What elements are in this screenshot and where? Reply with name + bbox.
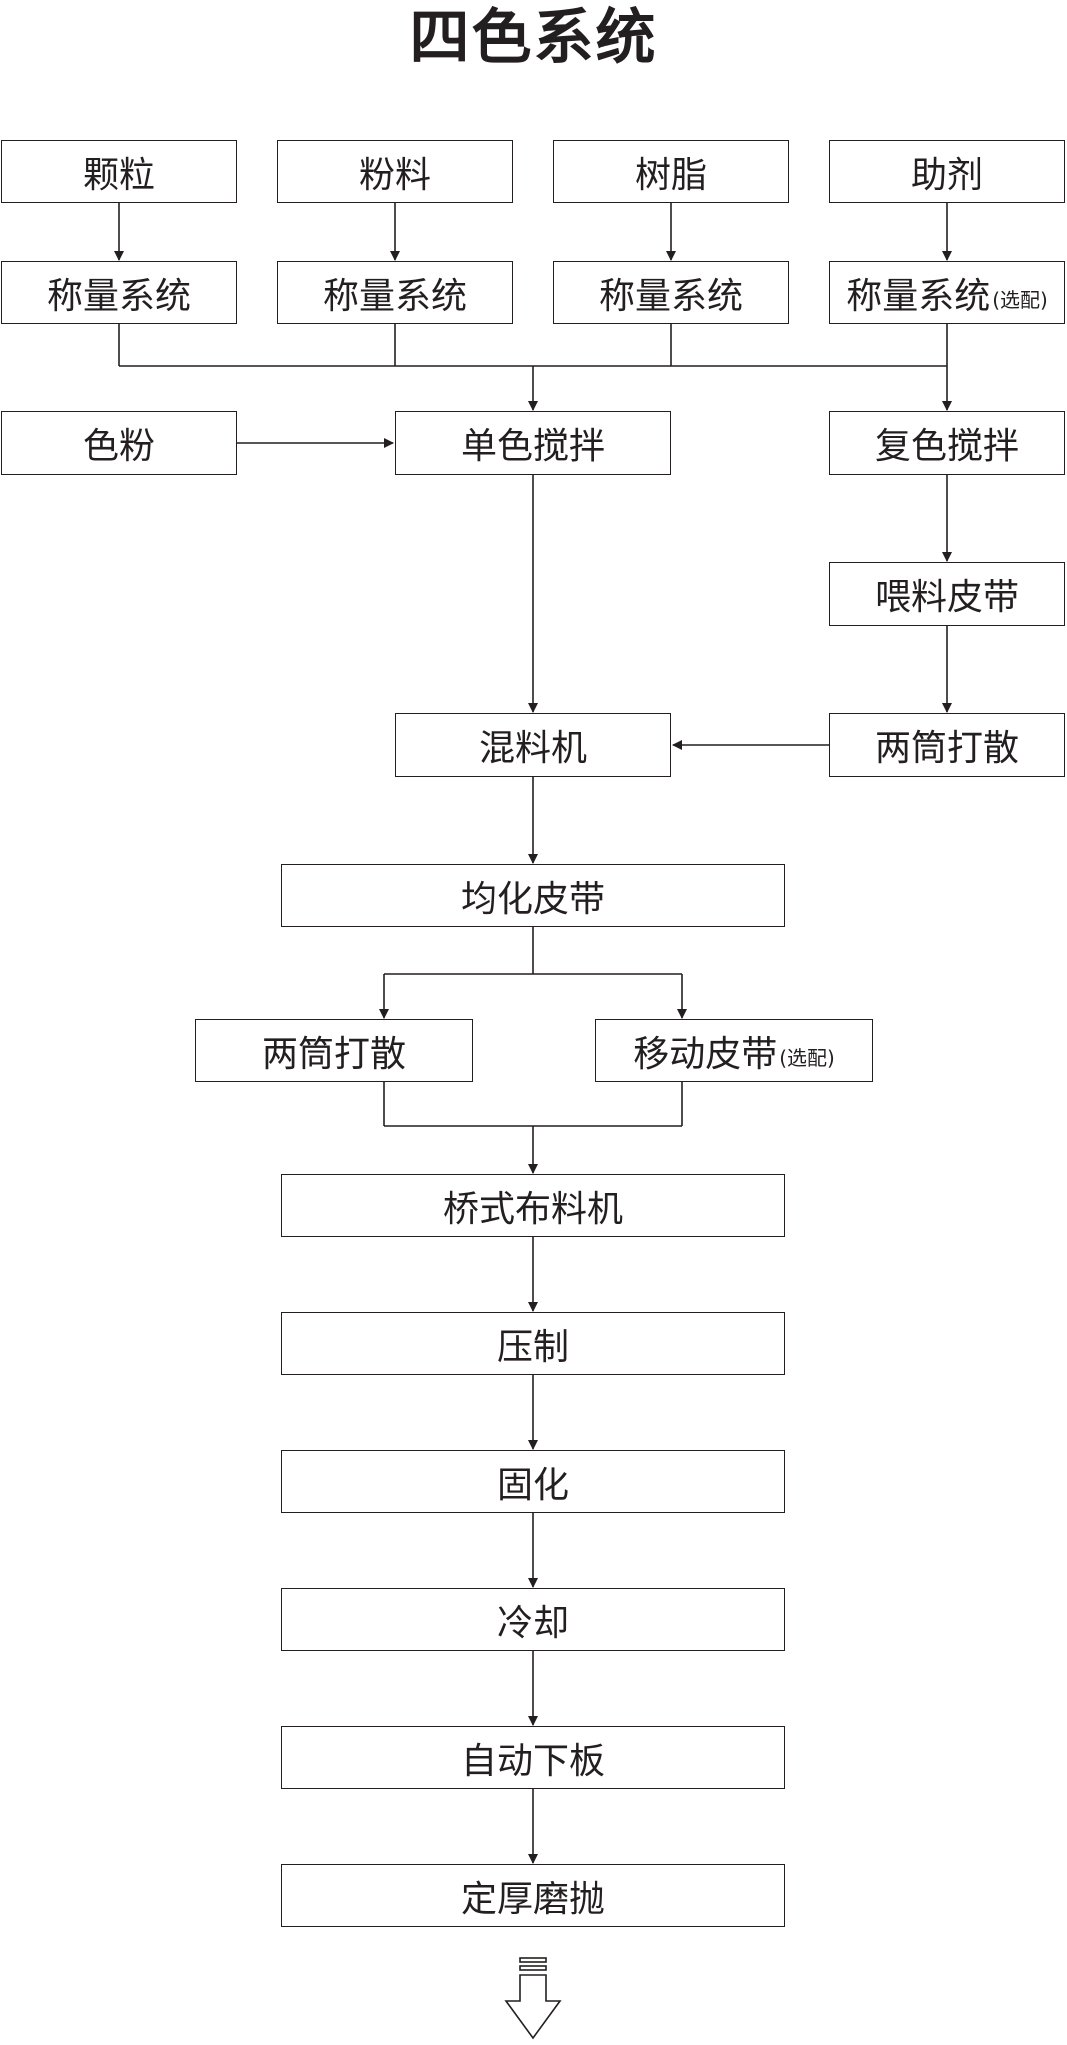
node-single-mix: 单色搅拌: [395, 411, 671, 475]
node-resin: 树脂: [553, 140, 789, 203]
node-weigh-4: 称量系统(选配): [829, 261, 1065, 324]
node-moving-belt-label: 移动皮带: [633, 1033, 778, 1075]
node-moving-belt: 移动皮带(选配): [595, 1019, 873, 1082]
node-multi-mix: 复色搅拌: [829, 411, 1065, 475]
node-weigh-4-note: (选配): [992, 288, 1048, 312]
node-feed-belt: 喂料皮带: [829, 562, 1065, 626]
diagram-title: 四色系统: [409, 3, 658, 73]
node-press: 压制: [281, 1312, 785, 1375]
node-cool: 冷却: [281, 1588, 785, 1651]
node-homogenize-belt: 均化皮带: [281, 864, 785, 927]
node-drum-scatter-1: 两筒打散: [829, 713, 1065, 777]
node-powder: 粉料: [277, 140, 513, 203]
node-drum-scatter-2: 两筒打散: [195, 1019, 473, 1082]
node-weigh-4-label: 称量系统: [846, 275, 991, 317]
node-toner: 色粉: [1, 411, 237, 475]
node-bridge-distributor: 桥式布料机: [281, 1174, 785, 1237]
node-sizing-polish: 定厚磨抛: [281, 1864, 785, 1927]
down-arrow-icon: [504, 1957, 562, 2040]
node-additive: 助剂: [829, 140, 1065, 203]
node-auto-unload: 自动下板: [281, 1726, 785, 1789]
node-weigh-1: 称量系统: [1, 261, 237, 324]
node-mixer: 混料机: [395, 713, 671, 777]
node-cure: 固化: [281, 1450, 785, 1513]
node-weigh-3: 称量系统: [553, 261, 789, 324]
node-granules: 颗粒: [1, 140, 237, 203]
node-moving-belt-note: (选配): [779, 1046, 835, 1070]
node-weigh-2: 称量系统: [277, 261, 513, 324]
